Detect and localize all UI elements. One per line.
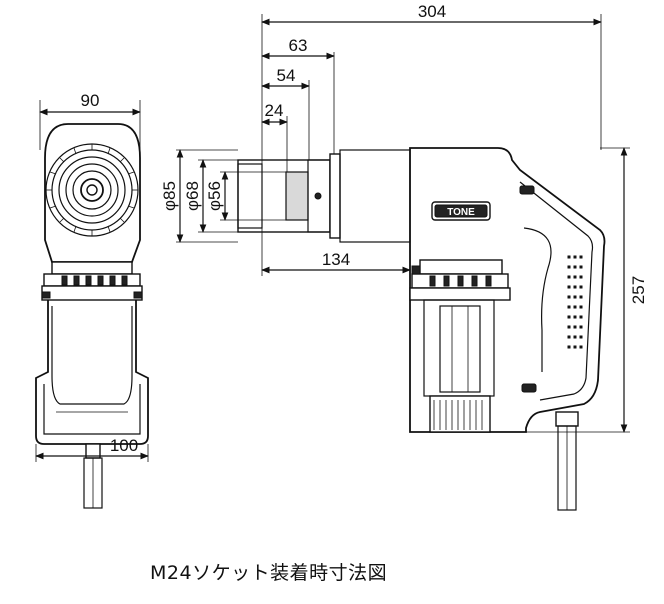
dim-socket-54: 54 bbox=[277, 66, 296, 85]
dim-overall-length: 304 bbox=[418, 2, 446, 21]
dimension-labels: 304 63 54 24 90 134 100 257 φ85 φ68 φ56 bbox=[81, 2, 648, 455]
front-view bbox=[35, 123, 149, 509]
drawing-caption: M24ソケット装着時寸法図 bbox=[150, 562, 388, 584]
brand-logo: TONE bbox=[447, 207, 475, 218]
dim-height: 257 bbox=[629, 276, 648, 304]
side-view: TONE bbox=[237, 147, 606, 511]
dim-socket-63: 63 bbox=[289, 36, 308, 55]
dim-dia-56: φ56 bbox=[205, 181, 224, 211]
dim-front-width: 90 bbox=[81, 91, 100, 110]
dim-dia-68: φ68 bbox=[183, 181, 202, 211]
dim-base-width: 100 bbox=[110, 436, 138, 455]
dim-head-to-handle: 134 bbox=[322, 250, 350, 269]
dim-socket-24: 24 bbox=[265, 101, 284, 120]
dim-dia-85: φ85 bbox=[160, 181, 179, 211]
dimension-lines bbox=[35, 14, 630, 462]
